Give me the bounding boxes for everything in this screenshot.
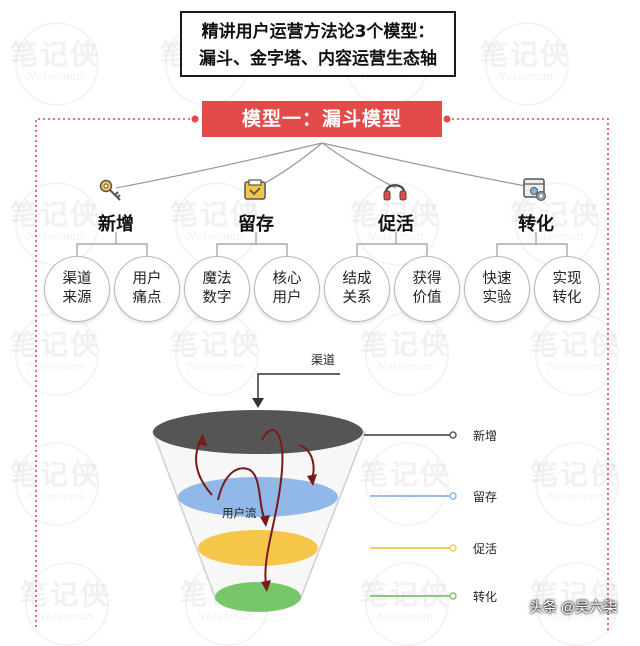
stage-label-retain: 留存 [473, 490, 498, 504]
circle-magic-number: 魔法数字 [184, 256, 250, 322]
circle-build-relation: 结成关系 [324, 256, 390, 322]
funnel-retain-ellipse [178, 477, 338, 517]
bracket-lines [76, 232, 568, 256]
channel-label: 渠道 [311, 353, 336, 367]
circle-user-pain: 用户痛点 [114, 256, 180, 322]
phase-label-retain: 留存 [238, 214, 274, 235]
frame-dot-left [191, 115, 199, 123]
phase-label-new: 新增 [98, 214, 134, 235]
stage-label-new: 新增 [473, 429, 498, 443]
funnel-activate-ellipse [198, 530, 318, 566]
channel-arrow-head [252, 398, 264, 408]
model-banner: 模型一：漏斗模型 [202, 101, 442, 137]
headphones-icon [382, 177, 408, 207]
key-icon [98, 178, 124, 208]
red-dotted-frame-left [35, 118, 190, 630]
header-line-2: 漏斗、金字塔、内容运营生态轴 [199, 49, 437, 69]
header-box: 精讲用户运营方法论3个模型： 漏斗、金字塔、内容运营生态轴 [180, 11, 456, 77]
user-flow-arrowheads [197, 434, 317, 592]
fan-lines [115, 142, 537, 189]
frame-dot-right [443, 115, 451, 123]
user-flow-label: 用户流 [222, 506, 257, 520]
circle-achieve-conversion: 实现转化 [534, 256, 600, 322]
circle-fast-experiment: 快速实验 [464, 256, 530, 322]
circle-gain-value: 获得价值 [394, 256, 460, 322]
circle-channel-source: 渠道来源 [44, 256, 110, 322]
stage-label-convert: 转化 [473, 590, 498, 604]
settings-window-icon [522, 176, 548, 206]
footer-brand: 头条 @吴六柒 [529, 599, 618, 615]
phase-label-activate: 促活 [378, 214, 414, 235]
connector-lines [35, 115, 609, 630]
header-line-1: 精讲用户运营方法论3个模型： [201, 22, 435, 42]
funnel-top-ellipse [153, 410, 363, 454]
channel-arrow [257, 373, 340, 402]
phase-label-convert: 转化 [518, 214, 554, 235]
circle-core-user: 核心用户 [254, 256, 320, 322]
red-dotted-frame-right [452, 118, 609, 630]
folder-icon [243, 178, 267, 206]
stage-label-activate: 促活 [473, 542, 498, 556]
funnel-convert-ellipse [215, 582, 301, 612]
